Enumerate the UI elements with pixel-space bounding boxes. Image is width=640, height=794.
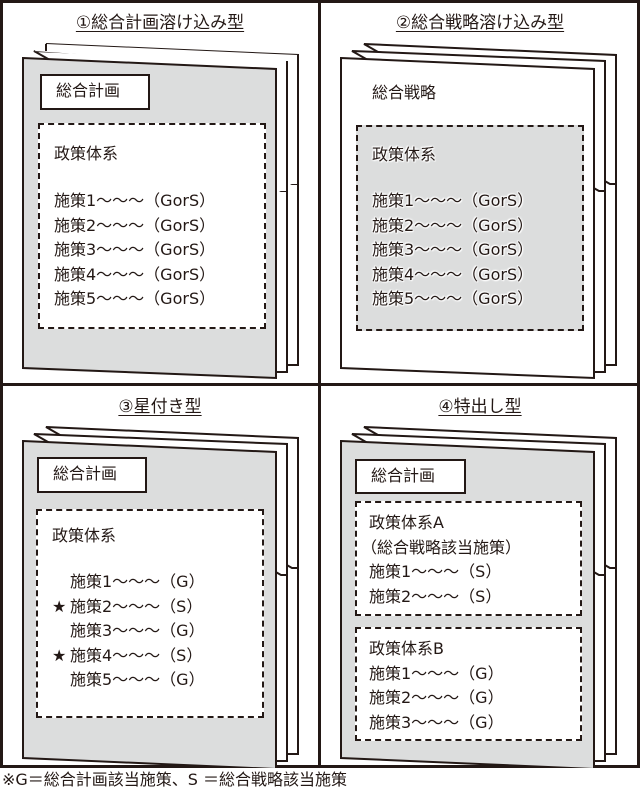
header-label: 総合計画 <box>53 464 118 483</box>
header-label: 総合計画 <box>371 466 436 485</box>
measure-item: 施策2〜〜〜（S） <box>369 586 502 606</box>
policy-system-subtitle: （総合戦略該当施策） <box>361 537 522 557</box>
diagram-frame <box>0 0 640 768</box>
measure-text: 施策3〜〜〜（G） <box>70 621 205 640</box>
panel-title: ④特出し型 <box>320 396 640 418</box>
policy-system-title: 政策体系 <box>52 526 117 545</box>
measure-item: 施策2〜〜〜（GorS） <box>372 215 534 235</box>
panel-title: ②総合戦略溶け込み型 <box>320 12 640 34</box>
legend-footnote: ※G＝総合計画該当施策、S ＝総合戦略該当施策 <box>2 770 348 789</box>
measure-item: 施策3〜〜〜（GorS） <box>372 240 534 259</box>
policy-system-box: 政策体系 施策1〜〜〜（G） ★施策2〜〜〜（S） 施策3〜〜〜（G） ★施策4… <box>36 509 264 718</box>
panel-sogo-keikaku-tokekomi: ①総合計画溶け込み型 総合計画 政策体系 施策1〜〜〜（GorS） 施策2〜〜〜… <box>0 0 320 384</box>
measure-item: 施策1〜〜〜（G） <box>52 570 205 595</box>
measure-item-starred: ★施策2〜〜〜（S） <box>52 595 202 620</box>
measure-text: 施策1〜〜〜（G） <box>70 572 205 591</box>
measure-item: 施策1〜〜〜（G） <box>369 663 504 683</box>
measure-item: 施策2〜〜〜（G） <box>369 688 504 707</box>
panel-title-text: ④特出し型 <box>438 397 522 417</box>
measure-item: 施策1〜〜〜（GorS） <box>372 191 534 210</box>
header-label-box: 総合計画 <box>355 459 466 494</box>
policy-system-box: 政策体系 施策1〜〜〜（GorS） 施策2〜〜〜（GorS） 施策3〜〜〜（Go… <box>38 123 266 329</box>
policy-system-a-box: 政策体系A （総合戦略該当施策） 施策1〜〜〜（S） 施策2〜〜〜（S） <box>355 501 582 616</box>
measure-text: 施策5〜〜〜（G） <box>70 670 205 689</box>
panel-title-text: ③星付き型 <box>118 397 202 417</box>
measure-item: 施策4〜〜〜（GorS） <box>54 264 216 284</box>
measure-item-starred: ★施策4〜〜〜（S） <box>52 644 202 669</box>
star-icon: ★ <box>52 645 67 665</box>
measure-text: 施策4〜〜〜（S） <box>70 645 203 665</box>
panel-sogo-senryaku-tokekomi: ②総合戦略溶け込み型 総合戦略 政策体系 施策1〜〜〜（GorS） 施策2〜〜〜… <box>320 0 640 384</box>
measure-item: 施策1〜〜〜（S） <box>369 562 502 581</box>
policy-system-title: 政策体系B <box>369 639 444 658</box>
panel-title: ①総合計画溶け込み型 <box>0 12 320 34</box>
policy-system-title: 政策体系 <box>54 144 119 163</box>
measure-item: 施策3〜〜〜（G） <box>369 712 504 732</box>
star-icon: ★ <box>52 596 67 616</box>
policy-system-title: 政策体系A <box>369 513 444 532</box>
header-label-box: 総合計画 <box>40 74 150 110</box>
measure-item: 施策1〜〜〜（GorS） <box>54 191 216 210</box>
panel-title-text: ①総合計画溶け込み型 <box>75 13 245 33</box>
header-label: 総合計画 <box>56 81 121 100</box>
frame-divider-horizontal <box>0 383 640 386</box>
policy-system-b-box: 政策体系B 施策1〜〜〜（G） 施策2〜〜〜（G） 施策3〜〜〜（G） <box>355 627 582 741</box>
header-label: 総合戦略 <box>372 83 437 102</box>
measure-text: 施策2〜〜〜（S） <box>70 596 203 616</box>
measure-item: 施策5〜〜〜（GorS） <box>372 289 534 308</box>
measure-item: 施策3〜〜〜（G） <box>52 619 205 644</box>
measure-item: 施策5〜〜〜（GorS） <box>54 289 216 308</box>
panel-title-text: ②総合戦略溶け込み型 <box>395 13 565 33</box>
measure-item: 施策4〜〜〜（GorS） <box>372 264 534 284</box>
panel-title: ③星付き型 <box>0 396 320 418</box>
policy-system-title: 政策体系 <box>372 145 437 164</box>
panel-hoshitsuki: ③星付き型 総合計画 政策体系 施策1〜〜〜（G） ★施策2〜〜〜（S） 施策3… <box>0 384 320 768</box>
measure-item: 施策2〜〜〜（GorS） <box>54 215 216 235</box>
panel-tokudashi: ④特出し型 総合計画 政策体系A （総合戦略該当施策） 施策1〜〜〜（S） 施策… <box>320 384 640 768</box>
header-label-box: 総合計画 <box>37 457 147 493</box>
policy-system-box: 政策体系 施策1〜〜〜（GorS） 施策2〜〜〜（GorS） 施策3〜〜〜（Go… <box>356 125 584 331</box>
measure-item: 施策3〜〜〜（GorS） <box>54 240 216 259</box>
measure-item: 施策5〜〜〜（G） <box>52 668 205 693</box>
